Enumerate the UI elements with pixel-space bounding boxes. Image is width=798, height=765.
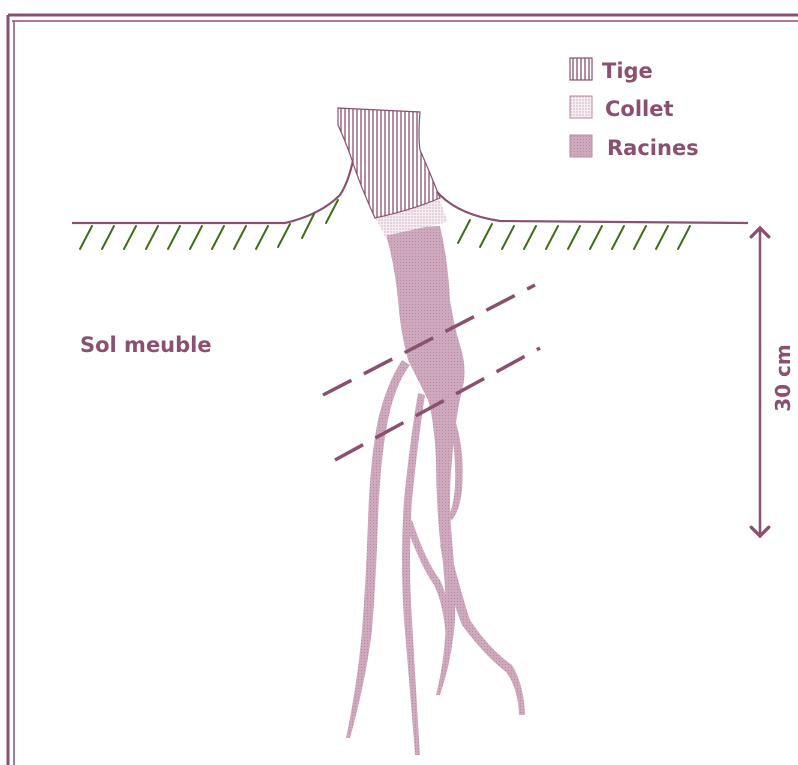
- stem: [338, 108, 440, 218]
- soil-label: Sol meuble: [80, 333, 212, 357]
- legend: Tige Collet Racines: [570, 58, 699, 160]
- legend-swatch-roots: [570, 135, 592, 157]
- legend-swatch-stem: [570, 58, 592, 80]
- depth-label: 30 cm: [771, 344, 795, 412]
- legend-label-roots: Racines: [607, 136, 699, 160]
- legend-label-collar: Collet: [605, 97, 674, 121]
- legend-swatch-collar: [570, 96, 592, 118]
- legend-label-stem: Tige: [602, 59, 653, 83]
